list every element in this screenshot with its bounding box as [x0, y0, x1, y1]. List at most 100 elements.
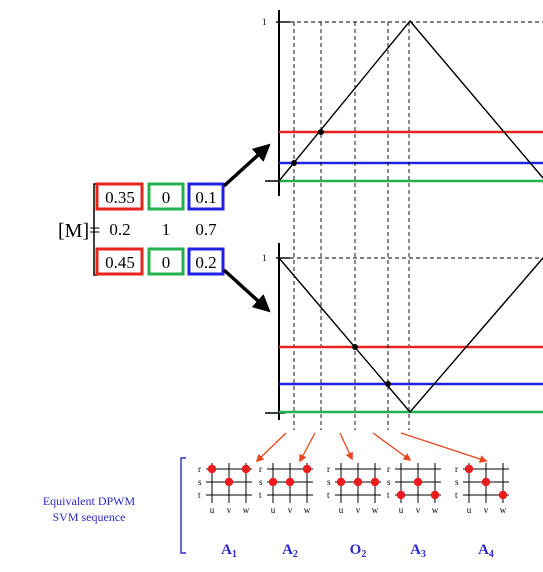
switch-on-dot	[207, 464, 217, 474]
grid-col-label: w	[432, 505, 439, 515]
bottom-intersection-red	[352, 344, 358, 350]
grid-col-label: v	[416, 505, 421, 515]
seq-arrow-1	[255, 432, 287, 463]
sequence-title-line1: Equivalent DPWM	[43, 494, 136, 508]
switch-on-dot	[481, 477, 491, 487]
grid-row-label: t	[387, 490, 390, 500]
switch-on-dot	[396, 490, 406, 500]
grid-col-label: u	[339, 505, 344, 515]
grid-row-label: t	[198, 490, 201, 500]
switch-on-dot	[302, 464, 312, 474]
switch-on-dot	[413, 477, 423, 487]
sequence-label: Equivalent DPWM SVM sequence	[43, 457, 186, 554]
top-one-label: 1	[262, 17, 267, 27]
grid-col-label: v	[356, 505, 361, 515]
grid-row-label: s	[198, 477, 202, 487]
switch-on-dot	[241, 464, 251, 474]
top-triangle-carrier	[278, 19, 543, 182]
switch-on-dot	[268, 477, 278, 487]
matrix-label: [M]=	[58, 220, 100, 242]
switch-state-subscript: 2	[293, 549, 298, 560]
switch-state-label: O2	[350, 542, 367, 560]
grid-col-label: v	[484, 505, 489, 515]
matrix-box-r1c2	[147, 182, 185, 211]
grid-col-label: u	[467, 505, 472, 515]
switch-state-subscript: 1	[232, 549, 237, 560]
grid-col-label: u	[210, 505, 215, 515]
matrix-box-r1c3	[187, 182, 225, 211]
sequence-title-line2: SVM sequence	[53, 510, 126, 524]
grid-row-label: r	[259, 464, 262, 474]
matrix-box-r3c1	[95, 247, 144, 276]
sequence-left-brace	[180, 457, 186, 554]
switch-state-label: A1	[221, 542, 237, 560]
switch-state-subscript: 2	[361, 549, 366, 560]
seq-arrow-3	[339, 432, 353, 461]
matrix-cell-r3c2: 0	[162, 253, 171, 272]
grid-col-label: w	[500, 505, 507, 515]
grid-col-label: w	[243, 505, 250, 515]
grid-row-label: s	[259, 477, 263, 487]
matrix-box-r3c2	[147, 247, 185, 276]
grid-col-label: u	[271, 505, 276, 515]
matrix-cell-r2c1: 0.2	[109, 220, 130, 239]
top-intersection-red	[318, 129, 324, 135]
matrix-cell-r1c1: 0.35	[105, 188, 135, 207]
matrix-cell-r2c3: 0.7	[195, 220, 217, 239]
grid-row-label: s	[455, 477, 459, 487]
bottom-intersection-blue	[385, 381, 391, 387]
grid-col-label: w	[304, 505, 311, 515]
switch-state-subscript: 4	[489, 549, 494, 560]
switch-on-dot	[336, 477, 346, 487]
matrix-box-r3c3	[187, 247, 225, 276]
grid-row-label: t	[327, 490, 330, 500]
switch-on-dot	[464, 464, 474, 474]
grid-col-label: w	[372, 505, 379, 515]
matrix-cell-r1c2: 0	[162, 188, 171, 207]
top-carrier-plot: 1	[262, 10, 543, 430]
sequence-arrows	[255, 432, 488, 463]
grid-row-label: r	[387, 464, 390, 474]
switch-on-dot	[224, 477, 234, 487]
matrix-cell-r3c1: 0.45	[105, 253, 135, 272]
matrix-cell-r1c3: 0.1	[195, 188, 216, 207]
grid-col-label: u	[399, 505, 404, 515]
seq-arrow-4	[372, 432, 412, 461]
switch-on-dot	[353, 477, 363, 487]
grid-row-label: s	[327, 477, 331, 487]
switch-state-label: A2	[282, 542, 298, 560]
top-intersection-blue	[291, 160, 297, 166]
grid-row-label: t	[455, 490, 458, 500]
grid-col-label: v	[227, 505, 232, 515]
grid-row-label: s	[387, 477, 391, 487]
grid-row-label: t	[259, 490, 262, 500]
switch-state-label: A4	[478, 542, 494, 560]
switch-on-dot	[430, 490, 440, 500]
grid-col-label: v	[288, 505, 293, 515]
seq-arrow-5	[400, 432, 488, 463]
bottom-one-label: 1	[262, 253, 267, 263]
modulation-matrix: [M]= 0.35 0 0.1 0.2 1 0.7 0.45 0 0.2	[58, 143, 271, 313]
arrow-to-bottom-plot	[222, 268, 271, 313]
switch-state-label: A3	[410, 542, 426, 560]
seq-arrow-2	[299, 432, 316, 463]
matrix-cell-r2c2: 1	[162, 220, 171, 239]
grid-row-label: r	[327, 464, 330, 474]
grid-row-label: r	[198, 464, 201, 474]
matrix-box-r1c1	[95, 182, 144, 211]
matrix-cell-r3c3: 0.2	[195, 253, 216, 272]
switch-on-dot	[370, 477, 380, 487]
switch-state-subscript: 3	[421, 549, 426, 560]
bottom-carrier-plot: 1	[262, 22, 543, 430]
arrow-to-top-plot	[222, 143, 271, 188]
bottom-triangle-carrier	[278, 257, 543, 414]
switch-on-dot	[285, 477, 295, 487]
